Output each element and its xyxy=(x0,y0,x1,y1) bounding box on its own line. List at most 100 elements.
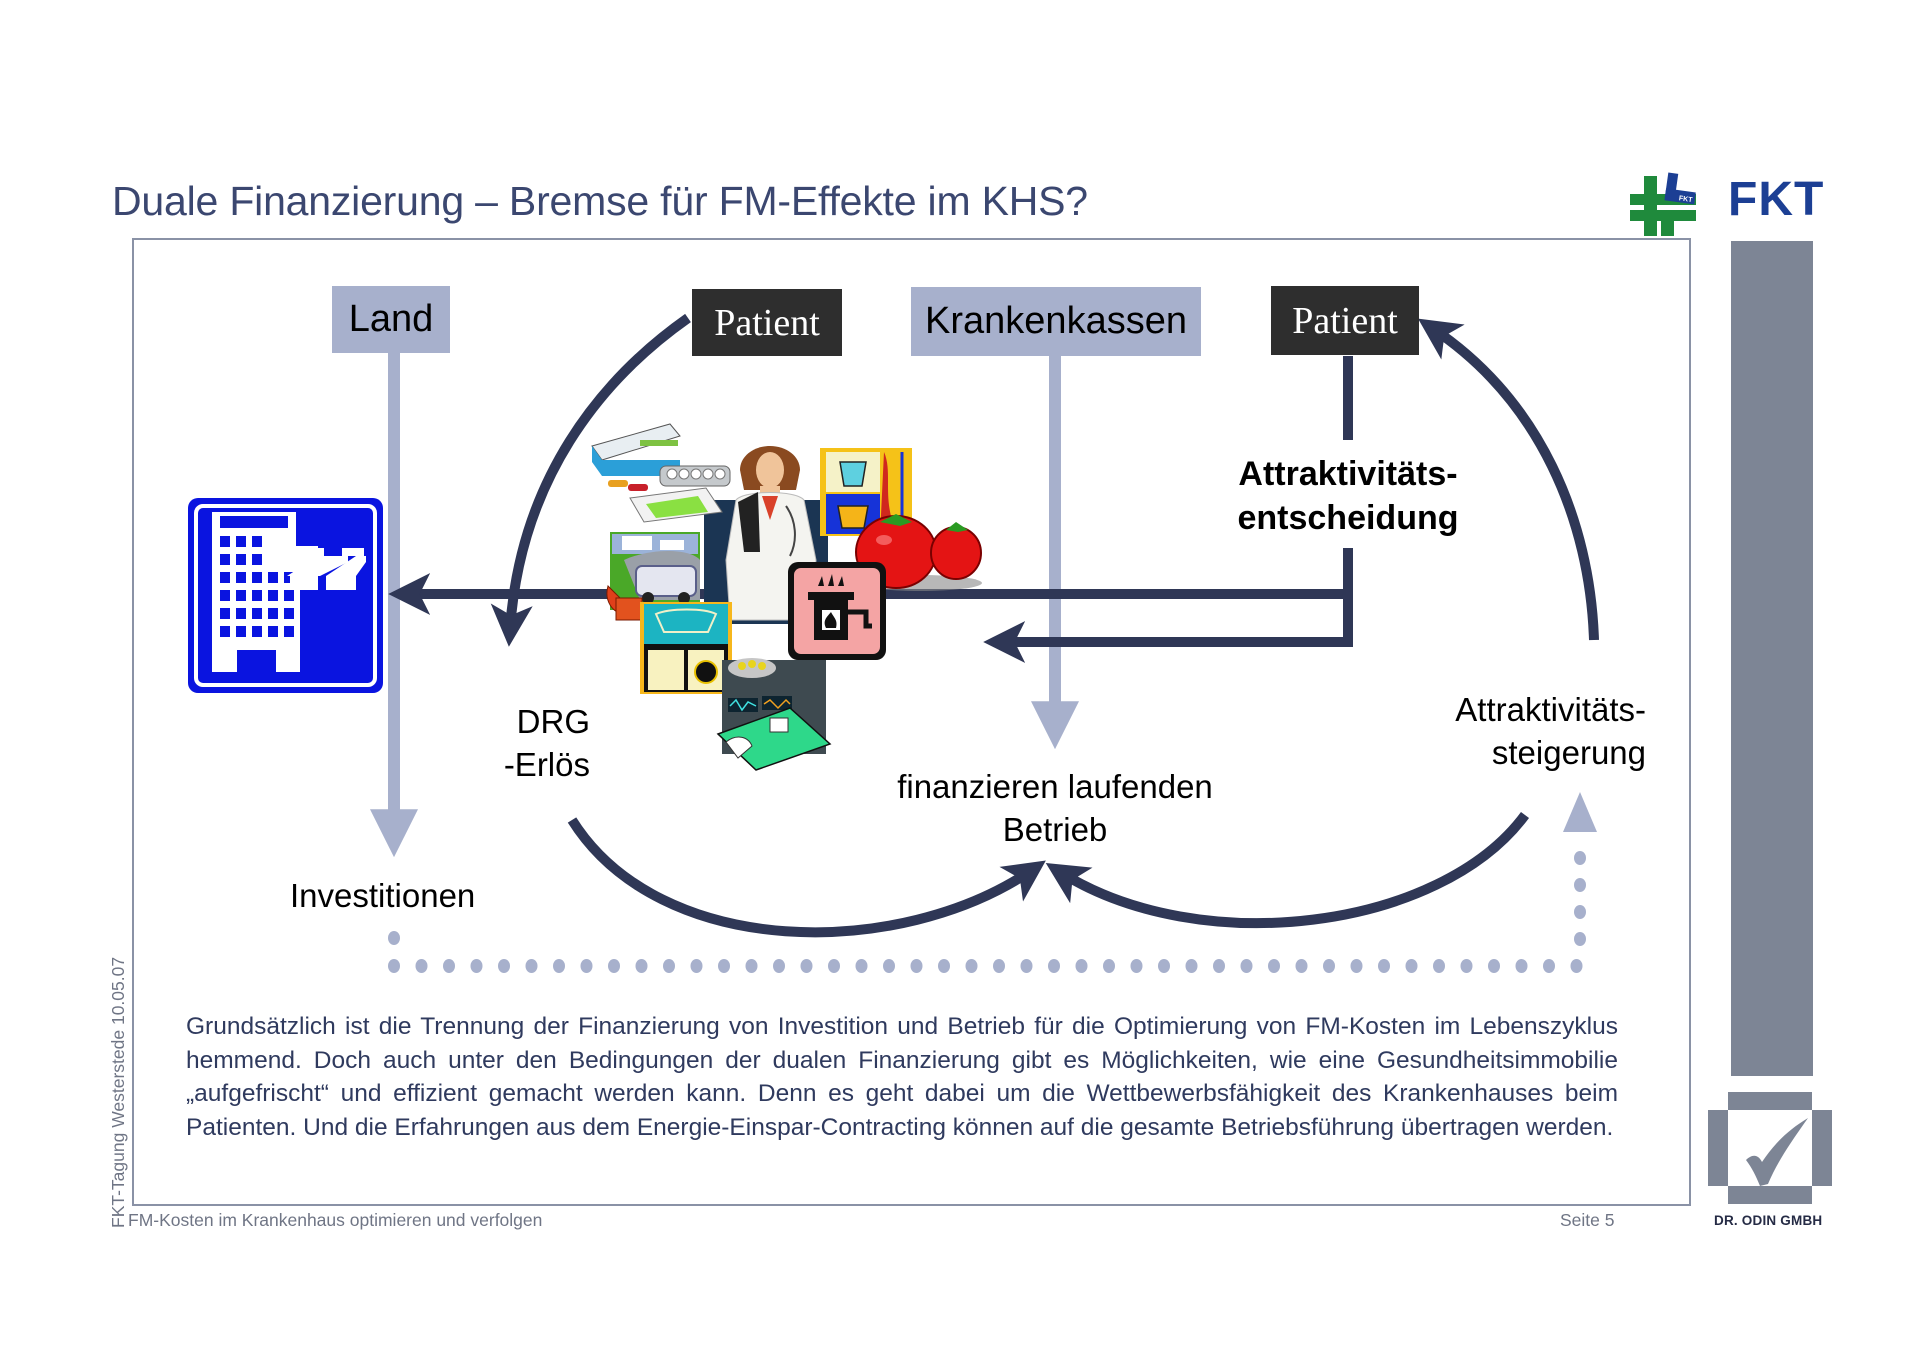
dotted-path-dot xyxy=(553,959,565,973)
dotted-path-dot xyxy=(1075,959,1088,973)
label-attraktivitaet-entscheidung-line1: Attraktivitäts- xyxy=(1238,455,1458,493)
label-finanzieren-line1: finanzieren laufenden xyxy=(897,768,1213,805)
dotted-path-dot xyxy=(1378,959,1390,973)
hospital-building-icon xyxy=(188,498,383,693)
hospital-window xyxy=(236,572,246,583)
hospital-window xyxy=(284,608,294,619)
dotted-path-dot xyxy=(635,959,648,973)
dotted-path-dot xyxy=(1460,959,1473,973)
dotted-path-dot xyxy=(1103,959,1115,973)
dotted-path-dot xyxy=(388,931,400,945)
label-drg-line2: -Erlös xyxy=(503,746,590,783)
hospital-window xyxy=(284,572,294,583)
dotted-path-dot xyxy=(608,959,620,973)
surgical-equipment-icon xyxy=(716,658,832,771)
hospital-window xyxy=(284,626,294,637)
label-finanzieren-line2: Betrieb xyxy=(1002,811,1108,848)
dotted-path-dot xyxy=(1488,959,1500,973)
label-attraktivitaet-steigerung: Attraktivitäts- steigerung xyxy=(1400,688,1646,774)
label-attraktivitaet-entscheidung-line2: entscheidung xyxy=(1237,499,1459,537)
dotted-path-dot xyxy=(1158,959,1170,973)
dotted-path-dot xyxy=(1323,959,1335,973)
dotted-path-dot xyxy=(1405,959,1418,973)
dotted-path-dot xyxy=(1268,959,1280,973)
odin-checkmark-logo-icon xyxy=(1708,1092,1832,1204)
dotted-path-dot xyxy=(883,959,895,973)
dotted-path-dot xyxy=(1574,851,1586,865)
hospital-window xyxy=(252,626,262,637)
page-number: Seite 5 xyxy=(1560,1210,1615,1230)
dotted-path-dot xyxy=(1048,959,1060,973)
dotted-feedback-path xyxy=(388,851,1586,973)
dotted-path-dot xyxy=(1574,932,1586,946)
ambulance-icon xyxy=(606,532,700,621)
dotted-path-dot xyxy=(828,959,840,973)
arrow-patient-drg xyxy=(490,313,691,647)
hospital-window xyxy=(284,590,294,601)
dotted-path-dot xyxy=(470,959,483,973)
body-paragraph: Grundsätzlich ist die Trennung der Finan… xyxy=(186,1013,1618,1141)
node-krankenkassen: Krankenkassen xyxy=(911,287,1201,356)
fkt-logo-icon: FKT xyxy=(1630,172,1696,236)
hospital-window xyxy=(268,626,278,637)
fkt-cross-vertical-2 xyxy=(1661,210,1674,236)
hospital-window xyxy=(252,554,262,565)
hospital-window xyxy=(268,590,278,601)
dotted-path-dot xyxy=(938,959,950,973)
hospital-window xyxy=(252,572,262,583)
dotted-path-dot xyxy=(1185,959,1198,973)
dotted-path-dot xyxy=(773,959,785,973)
dotted-path-dot xyxy=(718,959,730,973)
dotted-path-dot xyxy=(1574,905,1586,919)
footer-title: FM-Kosten im Krankenhaus optimieren und … xyxy=(128,1210,543,1230)
arrow-drg-betrieb xyxy=(567,817,1046,938)
hospital-window xyxy=(220,608,230,619)
dotted-path-dot xyxy=(1130,959,1143,973)
odin-logo-text: DR. ODIN GMBH xyxy=(1714,1213,1823,1228)
hospital-window xyxy=(268,572,278,583)
dotted-path-dot xyxy=(1570,959,1583,973)
hospital-window xyxy=(252,536,262,547)
cleaning-supplies-icon xyxy=(820,448,912,536)
hospital-window xyxy=(236,554,246,565)
dotted-path-dot xyxy=(1433,959,1445,973)
hospital-window xyxy=(220,572,230,583)
dotted-path-dot xyxy=(1295,959,1308,973)
medicine-box-icon xyxy=(591,423,731,523)
dotted-path-dot xyxy=(855,959,868,973)
dotted-path-dot xyxy=(388,959,400,973)
dotted-path-dot xyxy=(965,959,978,973)
label-steigerung-line2: steigerung xyxy=(1491,734,1646,771)
fkt-mini-text: FKT xyxy=(1678,195,1693,204)
dotted-path-dot xyxy=(580,959,593,973)
dotted-path-dot xyxy=(415,959,428,973)
arrow-dotted-up-head-large xyxy=(1563,792,1597,832)
hospital-window xyxy=(252,608,262,619)
node-patient-left: Patient xyxy=(692,289,842,356)
hospital-window xyxy=(220,536,230,547)
dotted-path-dot xyxy=(1350,959,1363,973)
dotted-path-dot xyxy=(1574,878,1586,892)
hospital-window xyxy=(220,554,230,565)
dotted-path-dot xyxy=(1020,959,1033,973)
hospital-window xyxy=(236,536,246,547)
hospital-window xyxy=(220,626,230,637)
dotted-path-dot xyxy=(1515,959,1528,973)
dotted-path-dot xyxy=(993,959,1005,973)
label-attraktivitaet-entscheidung: Attraktivitäts- entscheidung xyxy=(1228,452,1468,540)
hospital-window xyxy=(236,626,246,637)
dotted-path-dot xyxy=(443,959,455,973)
slide-title: Duale Finanzierung – Bremse für FM-Effek… xyxy=(112,178,1088,224)
fkt-cross-bar-top xyxy=(1630,194,1696,205)
dotted-path-dot xyxy=(690,959,703,973)
hospital-window xyxy=(220,590,230,601)
node-patient-right: Patient xyxy=(1271,286,1419,355)
node-land: Land xyxy=(332,286,450,353)
dotted-path-dot xyxy=(1543,959,1555,973)
hospital-window xyxy=(252,590,262,601)
label-drg-line1: DRG xyxy=(516,703,590,740)
label-steigerung-line1: Attraktivitäts- xyxy=(1455,691,1646,728)
dotted-path-dot xyxy=(800,959,813,973)
event-caption: FKT-Tagung Westerstede 10.05.07 xyxy=(108,956,128,1228)
